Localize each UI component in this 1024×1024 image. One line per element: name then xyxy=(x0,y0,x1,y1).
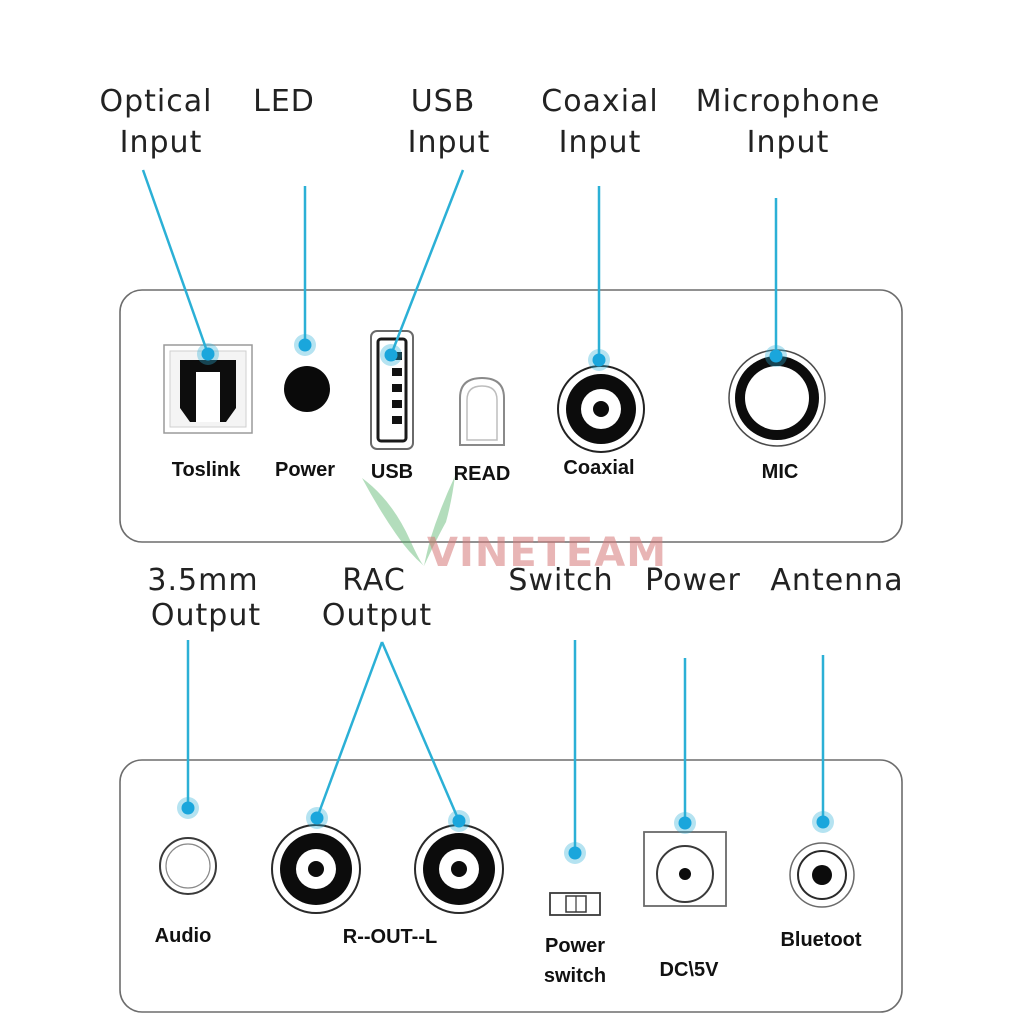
power-switch-label-line1: Power xyxy=(545,935,605,957)
audio-label: Audio xyxy=(155,925,212,947)
dc-label: DC\5V xyxy=(660,959,720,981)
top-leaders xyxy=(141,169,787,371)
bluetooth-label: Bluetoot xyxy=(780,929,861,951)
toslink-label: Toslink xyxy=(172,459,241,481)
watermark-wing-right xyxy=(424,476,455,566)
callout-microphone-input: Microphone Input xyxy=(696,84,881,160)
callout-coaxial-line1: Coaxial xyxy=(541,84,659,119)
callout-switch-line1: Switch xyxy=(508,563,613,598)
dot-coaxial xyxy=(592,353,606,367)
callout-rac-line2: Output xyxy=(322,598,432,633)
callout-optical-line2: Input xyxy=(120,125,203,160)
leader-optical xyxy=(141,169,210,355)
dot-usb xyxy=(384,348,398,362)
rca-right-icon xyxy=(271,824,361,914)
power-led-label: Power xyxy=(275,459,335,481)
dot-antenna xyxy=(816,815,830,829)
bluetooth-antenna-icon xyxy=(789,842,855,908)
dot-rac-right xyxy=(310,811,324,825)
dot-optical xyxy=(201,347,215,361)
power-switch-icon xyxy=(549,892,601,916)
callout-microphone-line1: Microphone xyxy=(696,84,881,119)
callout-rac-line1: RAC xyxy=(342,563,406,598)
callout-led: LED xyxy=(253,84,315,119)
dot-rac-left xyxy=(452,814,466,828)
rca-left-icon xyxy=(414,824,504,914)
dot-35mm xyxy=(181,801,195,815)
callout-microphone-line2: Input xyxy=(747,125,830,160)
callout-power-line1: Power xyxy=(645,563,741,598)
callout-35mm-line1: 3.5mm xyxy=(147,563,258,598)
callout-optical-line1: Optical xyxy=(100,84,213,119)
callout-35mm-line2: Output xyxy=(151,598,261,633)
callout-antenna: Antenna xyxy=(770,563,903,598)
leader-rac-left xyxy=(380,641,461,822)
watermark-text: VINETEAM xyxy=(427,530,667,576)
callout-35mm-output: 3.5mm Output xyxy=(147,563,261,633)
callout-coaxial-input: Coaxial Input xyxy=(541,84,659,160)
read-label: READ xyxy=(454,463,511,485)
dot-microphone xyxy=(769,349,783,363)
bottom-leaders xyxy=(177,640,834,864)
watermark-wing-left xyxy=(362,478,424,566)
mic-port-icon xyxy=(728,349,826,447)
coaxial-port-icon xyxy=(557,365,645,453)
coaxial-label: Coaxial xyxy=(563,457,634,479)
power-switch-label-line2: switch xyxy=(544,965,606,987)
power-led-icon xyxy=(284,366,330,412)
callout-antenna-line1: Antenna xyxy=(770,563,903,598)
dc-power-jack-icon xyxy=(643,831,727,907)
mic-label: MIC xyxy=(762,461,799,483)
callout-led-line1: LED xyxy=(253,84,315,119)
callout-switch: Switch xyxy=(508,563,613,598)
callout-rac-output: RAC Output xyxy=(322,563,432,633)
output-panel xyxy=(119,759,903,1013)
dot-switch xyxy=(568,846,582,860)
dot-power xyxy=(678,816,692,830)
leader-usb xyxy=(389,169,465,356)
usb-port-icon xyxy=(370,330,414,450)
callout-coaxial-line2: Input xyxy=(559,125,642,160)
rca-label: R--OUT--L xyxy=(343,926,437,948)
watermark-logo: VINETEAM xyxy=(362,476,667,576)
read-slot-icon xyxy=(459,376,505,446)
audio-jack-icon xyxy=(159,837,217,895)
callout-usb-line2: Input xyxy=(408,125,491,160)
input-panel xyxy=(119,289,903,543)
callout-optical-input: Optical Input xyxy=(100,84,213,160)
dot-led xyxy=(298,338,312,352)
leader-rac-right xyxy=(315,641,384,819)
callout-power: Power xyxy=(645,563,741,598)
callout-usb-input: USB Input xyxy=(408,84,491,160)
usb-label: USB xyxy=(371,461,413,483)
callout-usb-line1: USB xyxy=(411,84,476,119)
